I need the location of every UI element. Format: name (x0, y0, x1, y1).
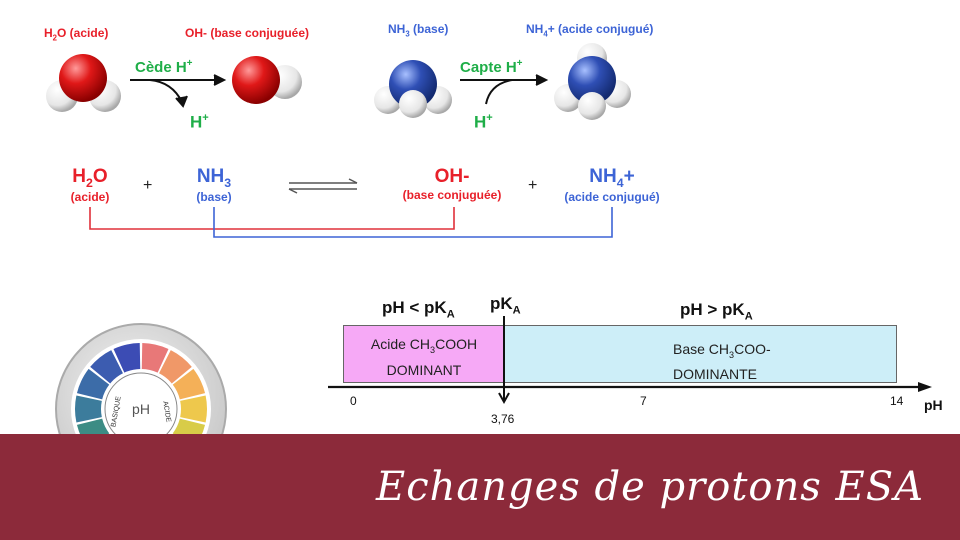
indicator-color-segment (180, 395, 208, 423)
ammonia-molecule (374, 60, 452, 118)
ph-axis-label: pH (924, 397, 943, 413)
ammonia-base-label: NH3 (base) (388, 22, 449, 39)
base-zone-line2: DOMINANTE (673, 365, 757, 382)
equation-ammonia: NH3 (base) (184, 166, 244, 204)
ammonium-molecule (554, 43, 631, 120)
hydroxide-label: OH- (base conjuguée) (185, 26, 310, 40)
ammonium-acid-label: NH4+ (acide conjugué) (526, 22, 654, 39)
hydroxide-molecule (232, 56, 302, 104)
give-proton-arrow (130, 74, 227, 108)
acid-zone-line1: Acide CH3COOH (370, 336, 478, 355)
capture-proton-label: Capte H+ (460, 58, 523, 76)
indicator-color-segment (172, 368, 206, 400)
indicator-color-segment (75, 395, 102, 423)
indicator-color-segment (141, 343, 169, 373)
pair-brackets (89, 207, 613, 238)
pka-title: pKA (490, 294, 521, 317)
indicator-center-label: pH (132, 401, 150, 417)
equation-plus-1: + (143, 177, 153, 194)
pka-marker-arrowhead (498, 392, 510, 405)
footer-title: Echanges de protons ESA (376, 464, 924, 510)
captured-proton: H+ (474, 112, 493, 132)
water-molecule (46, 54, 121, 112)
equation-water-role: (acide) (70, 189, 110, 204)
indicator-color-segment (159, 350, 192, 384)
equation-hydroxide-role: (base conjuguée) (402, 188, 502, 202)
equation-ammonium: NH4+ (acide conjugué) (556, 166, 668, 204)
water-acid-label: H2O (acide) (44, 26, 109, 43)
footer-band: Echanges de protons ESA (0, 434, 960, 540)
equation-water: H2O (acide) (60, 166, 120, 204)
equation-ammonia-role: (base) (196, 189, 232, 204)
molecule-illustrations (46, 43, 631, 120)
acid-zone-title: pH < pKA (382, 298, 455, 321)
give-proton-label: Cède H+ (135, 58, 193, 76)
released-proton: H+ (190, 112, 209, 132)
indicator-color-segment (76, 368, 110, 400)
ph-axis (328, 316, 932, 405)
capture-proton-arrow (460, 74, 549, 105)
acid-base-pair-bracket-ammonia (213, 207, 613, 238)
base-zone-title: pH > pKA (680, 300, 753, 323)
tick-7: 7 (640, 394, 647, 408)
equation-ammonium-role: (acide conjugué) (564, 189, 660, 204)
indicator-acid-arc: ACIDE (161, 401, 172, 424)
ph-axis-arrowhead (918, 382, 932, 392)
acid-zone-line2: DOMINANT (386, 361, 462, 378)
pka-value: 3,76 (491, 412, 515, 426)
indicator-color-segment (90, 350, 123, 384)
acid-base-pair-bracket-water (89, 207, 455, 230)
equation-hydroxide: OH- (base conjuguée) (392, 166, 512, 202)
base-dominant-zone: Base CH3COO- DOMINANTE (503, 325, 897, 383)
equilibrium-arrows (288, 178, 358, 194)
tick-14: 14 (890, 394, 904, 408)
tick-0: 0 (350, 394, 357, 408)
indicator-color-segment (113, 343, 141, 373)
equation-plus-2: + (528, 177, 538, 194)
base-zone-line1: Base CH3COO- (673, 341, 771, 360)
